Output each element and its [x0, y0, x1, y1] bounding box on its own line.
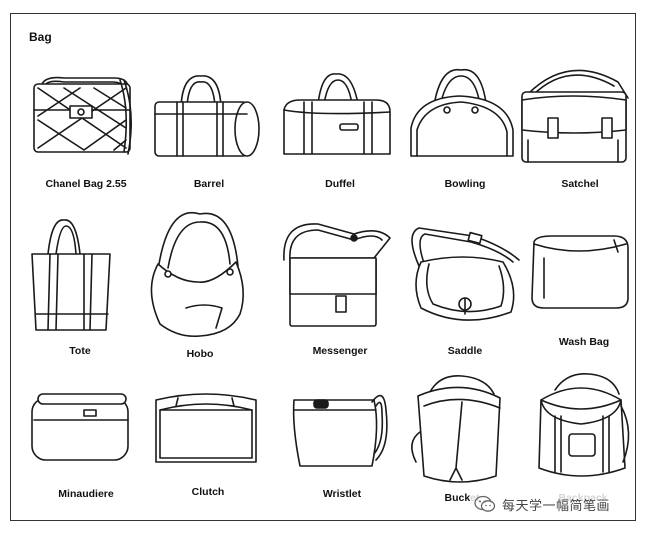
hobo-bag-icon [150, 211, 244, 338]
bag-label: Barrel [193, 178, 225, 190]
bag-item-duffel: Duffel [278, 70, 402, 220]
bag-label: Chanel Bag 2.55 [45, 178, 127, 190]
bag-item-satchel: Satchel [518, 69, 642, 220]
bag-item-tote: Tote [18, 218, 142, 368]
bucket-bag-icon [411, 375, 501, 483]
bag-item-wristlet: Wristlet [280, 386, 404, 536]
watermark: 每天学一幅简笔画 [470, 492, 615, 516]
bag-item-hobo: Hobo [138, 210, 262, 360]
messenger-bag-icon [283, 223, 391, 327]
chanel-bag-icon [33, 76, 132, 155]
wash-bag-icon [531, 235, 629, 309]
bag-label: Messenger [312, 345, 368, 357]
wristlet-bag-icon [292, 394, 388, 467]
bag-label: Saddle [447, 345, 483, 357]
bag-item-backpack: Backpack [521, 372, 645, 522]
bag-label: Wash Bag [558, 336, 610, 348]
satchel-bag-icon [521, 69, 629, 163]
saddle-bag-icon [411, 227, 520, 321]
bag-label: Clutch [191, 486, 225, 498]
bag-label: Minaudiere [58, 488, 114, 500]
watermark-text: 每天学一幅简笔画 [502, 498, 611, 514]
page-title: Bag [29, 30, 52, 44]
bowling-bag-icon [410, 68, 514, 157]
clutch-bag-icon [155, 393, 257, 463]
bag-item-chanel: Chanel Bag 2.55 [24, 70, 148, 220]
bag-label: Hobo [186, 348, 214, 360]
bag-label: Bowling [444, 178, 486, 190]
wechat-icon [474, 495, 496, 513]
tote-bag-icon [31, 219, 111, 331]
duffel-bag-icon [283, 73, 391, 155]
bag-item-saddle: Saddle [403, 218, 527, 368]
bag-label: Duffel [325, 178, 355, 190]
bag-label: Tote [69, 345, 91, 357]
bag-item-clutch: Clutch [146, 380, 270, 530]
bag-item-barrel: Barrel [147, 70, 271, 220]
bag-label: Wristlet [322, 488, 362, 500]
backpack-bag-icon [538, 373, 630, 477]
bag-item-bowling: Bowling [403, 68, 527, 220]
bag-label: Satchel [561, 178, 599, 190]
bag-item-minaudiere: Minaudiere [24, 380, 148, 530]
bag-item-messenger: Messenger [278, 218, 402, 368]
barrel-bag-icon [154, 75, 260, 157]
minaudiere-bag-icon [31, 393, 129, 461]
bag-item-washbag: Wash Bag [522, 218, 646, 368]
